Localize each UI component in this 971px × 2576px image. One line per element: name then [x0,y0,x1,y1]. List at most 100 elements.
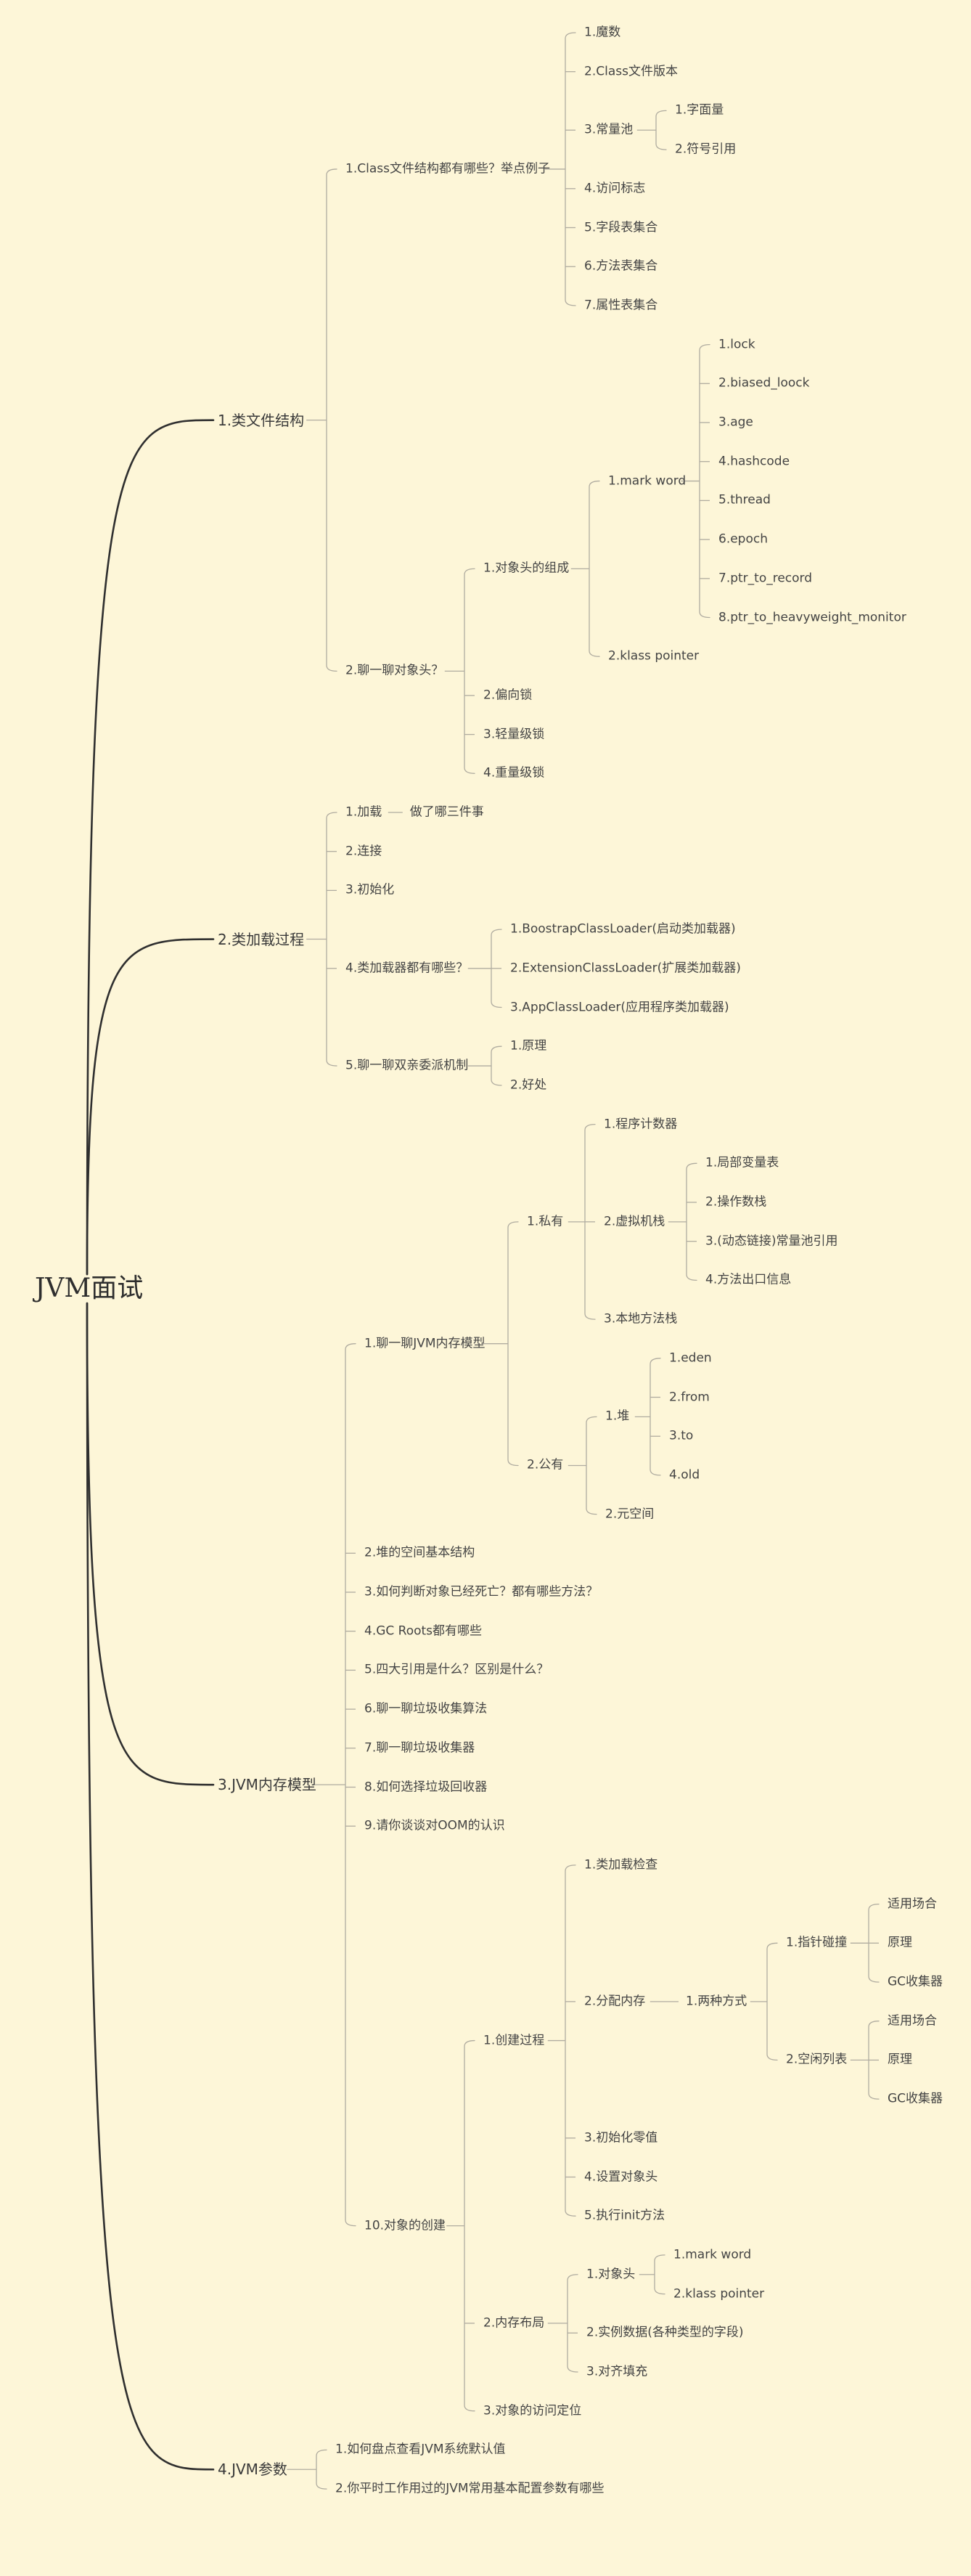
mindmap-node-d2[interactable]: 2.聊一聊对象头？ [345,663,444,678]
mindmap-node-d2[interactable]: 2.你平时工作用过的JVM常用基本配置参数有哪些 [335,2481,605,2496]
mindmap-node-d3[interactable]: 1.魔数 [584,25,621,40]
mindmap-node-d3[interactable]: 1.私有 [527,1214,564,1229]
mindmap-node-d4[interactable]: 3.本地方法栈 [604,1311,678,1326]
mindmap-node-d4[interactable]: 2.分配内存 [584,1994,646,2009]
mindmap-node-d4[interactable]: 1.字面量 [675,102,724,118]
mindmap-node-d2[interactable]: 6.聊一聊垃圾收集算法 [364,1701,488,1716]
mindmap-node-d4[interactable]: 4.设置对象头 [584,2169,658,2184]
mindmap-node-d4[interactable]: 1.类加载检查 [584,1857,658,1872]
bracket-line [699,343,710,619]
mindmap-node-d2[interactable]: 4.类加载器都有哪些？ [345,961,469,976]
mindmap-node-d3[interactable]: 3.AppClassLoader(应用程序类加载器) [510,1000,729,1014]
mindmap-node-d5[interactable]: 1.eden [669,1350,712,1366]
mindmap-node-d3[interactable]: 做了哪三件事 [409,804,484,820]
mindmap-node-d4[interactable]: 3.初始化零值 [584,2130,658,2145]
mindmap-node-d5[interactable]: 5.thread [718,492,771,508]
mindmap-node-d2[interactable]: 3.如何判断对象已经死亡？都有哪些方法？ [364,1584,599,1599]
mindmap-node-d2[interactable]: 7.聊一聊垃圾收集器 [364,1740,475,1756]
bracket-line [345,1343,356,2227]
mindmap-node-d7[interactable]: GC收集器 [888,2091,943,2106]
mindmap-node-d4[interactable]: 1.mark word [608,473,687,489]
mindmap-node-d2[interactable]: 1.聊一聊JVM内存模型 [364,1336,485,1351]
mindmap-node-d4[interactable]: 2.实例数据(各种类型的字段) [586,2325,744,2340]
mindmap-node-d2[interactable]: 1.加载 [345,804,382,820]
mindmap-node-d3[interactable]: 1.BoostrapClassLoader(启动类加载器) [510,921,736,937]
bracket-line [654,2254,665,2295]
mindmap-node-d2[interactable]: 3.初始化 [345,882,395,897]
bracket-line [565,32,576,306]
mindmap-node-d2[interactable]: 2.连接 [345,844,382,859]
mindmap-node-d5[interactable]: 2.klass pointer [673,2286,765,2302]
mindmap-node-d4[interactable]: 1.堆 [605,1409,630,1424]
mindmap-node-d4[interactable]: 3.对齐填充 [586,2364,648,2379]
mindmap-node-d3[interactable]: 1.对象头的组成 [483,561,570,576]
mindmap-node-d3[interactable]: 4.访问标志 [584,181,646,196]
mindmap-node-d2[interactable]: 5.四大引用是什么？区别是什么？ [364,1662,549,1677]
mindmap-node-d2[interactable]: 9.请你谈谈对OOM的认识 [364,1818,505,1833]
mindmap-node-d7[interactable]: 原理 [888,2052,912,2067]
mindmap-node-d1[interactable]: 2.类加载过程 [218,930,305,948]
mindmap-node-d1[interactable]: 4.JVM参数 [218,2461,287,2479]
mindmap-node-d2[interactable]: 5.聊一聊双亲委派机制 [345,1058,469,1073]
mindmap-node-d3[interactable]: 1.原理 [510,1038,547,1053]
mindmap-root[interactable]: JVM面试 [35,1273,144,1303]
mindmap-node-d3[interactable]: 3.对象的访问定位 [483,2403,582,2418]
mindmap-node-d5[interactable]: 1.lock [718,337,755,352]
mindmap-node-d4[interactable]: 2.元空间 [605,1507,655,1522]
mindmap-node-d5[interactable]: 4.old [669,1467,700,1483]
mindmap-node-d5[interactable]: 3.age [718,415,753,430]
mindmap-node-d4[interactable]: 2.虚拟机栈 [604,1214,665,1229]
mindmap-node-d3[interactable]: 1.创建过程 [483,2033,545,2048]
mindmap-node-d3[interactable]: 4.重量级锁 [483,765,545,780]
mindmap-node-d4[interactable]: 5.执行init方法 [584,2208,665,2223]
mindmap-node-d5[interactable]: 1.mark word [673,2247,752,2262]
mindmap-node-d3[interactable]: 5.字段表集合 [584,220,658,235]
mindmap-node-d3[interactable]: 7.属性表集合 [584,298,658,313]
mindmap-node-d2[interactable]: 1.如何盘点查看JVM系统默认值 [335,2442,506,2457]
mindmap-node-d5[interactable]: 8.ptr_to_heavyweight_monitor [718,610,906,624]
bracket-line [766,1942,778,2061]
main-branch-curve [86,419,215,1276]
mindmap-node-d2[interactable]: 10.对象的创建 [364,2218,446,2233]
mindmap-node-d3[interactable]: 3.轻量级锁 [483,727,545,742]
mindmap-node-d5[interactable]: 2.biased_loock [718,375,810,391]
mindmap-node-d4[interactable]: 1.程序计数器 [604,1117,678,1132]
mindmap-node-d5[interactable]: 7.ptr_to_record [718,571,813,586]
mindmap-node-d2[interactable]: 1.Class文件结构都有哪些？举点例子 [345,161,550,176]
bracket-line [326,812,337,1067]
mindmap-node-d5[interactable]: 2.from [669,1390,710,1404]
mindmap-node-d7[interactable]: GC收集器 [888,1974,943,1989]
mindmap-node-d3[interactable]: 6.方法表集合 [584,258,658,274]
mindmap-node-d3[interactable]: 2.Class文件版本 [584,64,678,79]
mindmap-node-d4[interactable]: 2.符号引用 [675,142,737,157]
mindmap-node-d5[interactable]: 3.(动态链接)常量池引用 [705,1234,838,1249]
mindmap-node-d7[interactable]: 适用场合 [888,1896,937,1912]
mindmap-node-d3[interactable]: 2.内存布局 [483,2315,545,2331]
bracket-line [565,1864,576,2217]
bracket-line [567,2274,578,2373]
mindmap-node-d5[interactable]: 4.hashcode [718,454,790,469]
mindmap-node-d5[interactable]: 3.to [669,1428,694,1443]
mindmap-node-d6[interactable]: 2.空闲列表 [786,2052,848,2067]
bracket-line [507,1221,519,1467]
mindmap-node-d1[interactable]: 3.JVM内存模型 [218,1776,316,1794]
mindmap-node-d7[interactable]: 适用场合 [888,2013,937,2029]
mindmap-node-d5[interactable]: 2.操作数栈 [705,1194,767,1210]
mindmap-node-d4[interactable]: 2.klass pointer [608,648,700,664]
mindmap-node-d5[interactable]: 1.两种方式 [686,1994,747,2009]
mindmap-node-d2[interactable]: 2.堆的空间基本结构 [364,1545,475,1560]
mindmap-node-d1[interactable]: 1.类文件结构 [218,411,305,429]
mindmap-node-d3[interactable]: 2.公有 [527,1457,564,1472]
mindmap-node-d6[interactable]: 1.指针碰撞 [786,1935,848,1950]
mindmap-node-d5[interactable]: 1.局部变量表 [705,1155,779,1170]
mindmap-node-d4[interactable]: 1.对象头 [586,2267,636,2282]
mindmap-node-d3[interactable]: 2.好处 [510,1077,547,1093]
mindmap-node-d3[interactable]: 2.偏向锁 [483,688,533,703]
mindmap-node-d3[interactable]: 3.常量池 [584,122,634,137]
mindmap-node-d7[interactable]: 原理 [888,1935,912,1950]
mindmap-node-d2[interactable]: 4.GC Roots都有哪些 [364,1623,483,1639]
mindmap-node-d5[interactable]: 4.方法出口信息 [705,1272,792,1287]
mindmap-node-d3[interactable]: 2.ExtensionClassLoader(扩展类加载器) [510,961,741,976]
mindmap-node-d2[interactable]: 8.如何选择垃圾回收器 [364,1780,488,1794]
mindmap-node-d5[interactable]: 6.epoch [718,531,768,547]
